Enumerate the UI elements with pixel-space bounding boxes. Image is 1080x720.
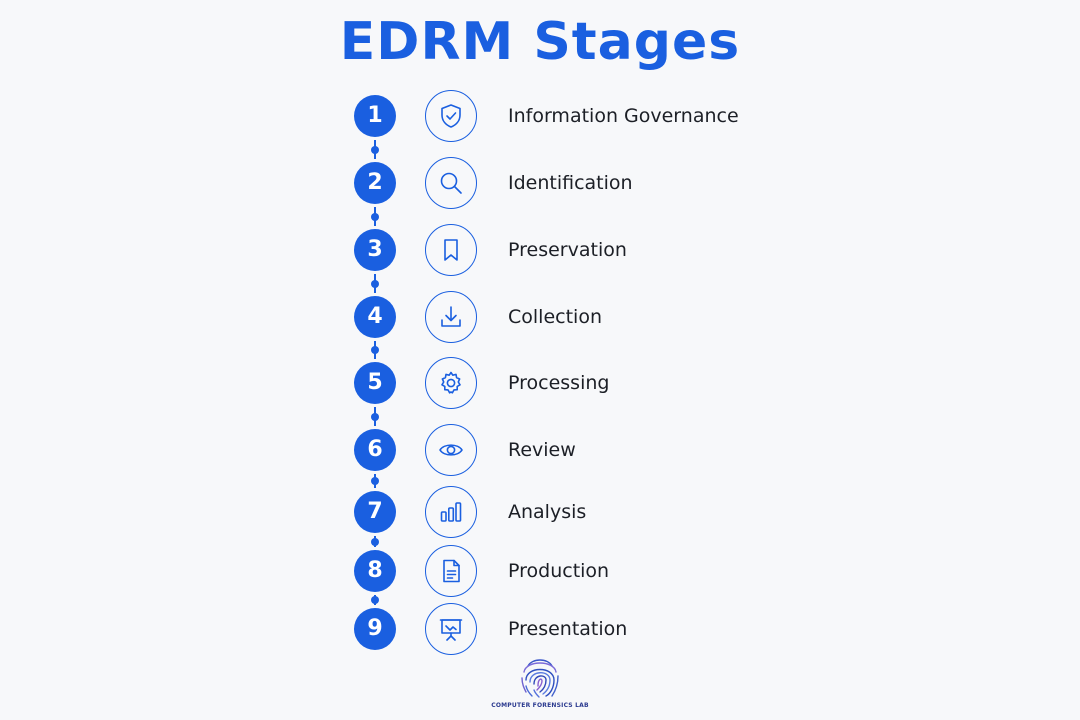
download-tray-icon [425, 291, 477, 343]
stage-item: 5 Processing [354, 357, 774, 409]
timeline-dot [371, 412, 379, 421]
stage-number-badge: 3 [354, 229, 396, 271]
stage-label: Processing [508, 372, 610, 394]
stage-label: Review [508, 439, 576, 461]
stage-number-badge: 9 [354, 608, 396, 650]
bar-chart-icon [425, 486, 477, 538]
timeline-dot [371, 346, 379, 354]
stage-item: 9 Presentation [354, 603, 774, 655]
stage-number-badge: 4 [354, 296, 396, 338]
stage-item: 2 Identification [354, 157, 774, 209]
page-title: EDRM Stages [339, 12, 741, 72]
timeline-dot [371, 145, 379, 154]
logo-text: COMPUTER FORENSICS LAB [491, 702, 589, 709]
stage-number-badge: 5 [354, 362, 396, 404]
stage-number-badge: 1 [354, 95, 396, 137]
logo: COMPUTER FORENSICS LAB [490, 650, 590, 716]
magnifier-icon [425, 157, 477, 209]
document-icon [425, 545, 477, 597]
timeline-dot [371, 477, 379, 485]
stage-item: 6 Review [354, 424, 774, 476]
stage-item: 8 Production [354, 545, 774, 597]
stage-label: Analysis [508, 501, 587, 523]
stage-label: Production [508, 560, 610, 582]
stage-number-badge: 7 [354, 491, 396, 533]
stage-item: 3 Preservation [354, 224, 774, 276]
timeline-dot [371, 212, 379, 221]
stage-number-badge: 6 [354, 429, 396, 471]
stage-label: Information Governance [508, 105, 739, 127]
timeline-dot [371, 596, 379, 604]
eye-icon [425, 424, 477, 476]
gear-icon [425, 357, 477, 409]
stage-item: 1 Information Governance [354, 90, 774, 142]
timeline-dot [371, 537, 379, 546]
stage-number-badge: 2 [354, 162, 396, 204]
stage-label: Collection [508, 306, 602, 328]
stage-item: 7 Analysis [354, 486, 774, 538]
stage-label: Preservation [508, 239, 627, 261]
bookmark-icon [425, 224, 477, 276]
timeline-dot [371, 279, 379, 288]
fingerprint-icon [521, 659, 559, 698]
presentation-board-icon [425, 603, 477, 655]
stage-label: Identification [508, 172, 633, 194]
shield-check-icon [425, 90, 477, 142]
stage-label: Presentation [508, 618, 628, 640]
stage-number-badge: 8 [354, 550, 396, 592]
stage-item: 4 Collection [354, 291, 774, 343]
